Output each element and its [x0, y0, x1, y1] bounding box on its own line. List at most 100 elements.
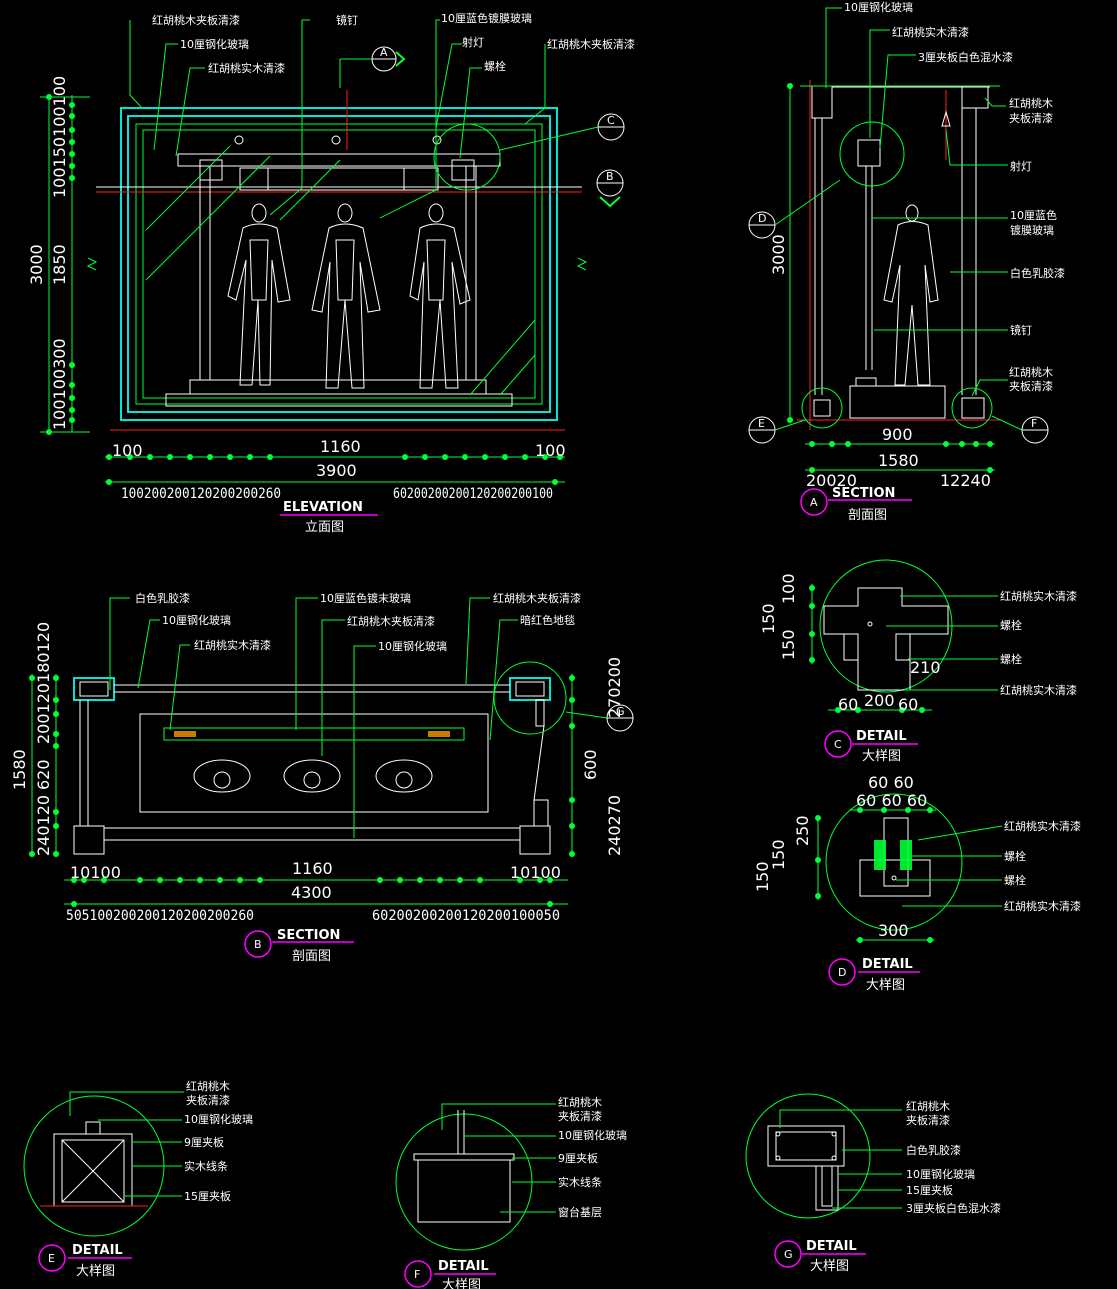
label-base: 窗台基层	[558, 1205, 602, 1219]
label-glass: 10厘钢化玻璃	[558, 1128, 627, 1142]
detail-marker-d: D	[748, 179, 841, 239]
dim-right-top: 270200	[605, 657, 624, 718]
section-b-marker: B	[254, 938, 262, 951]
label-veneer-right: 红胡桃木夹板清漆	[547, 37, 635, 51]
marker-c-label: C	[607, 114, 615, 127]
dim-depth-620: 620	[34, 759, 53, 790]
section-a-leaders	[825, 7, 1008, 397]
dim-v250: 250	[793, 815, 812, 846]
label-glass: 10厘钢化玻璃	[184, 1112, 253, 1126]
label-latex-paint: 白色乳胶漆	[135, 591, 190, 605]
dim-v150-a: 150	[759, 603, 778, 634]
dim-right-small: 12240	[940, 471, 991, 490]
label-strip: 实木线条	[184, 1159, 228, 1173]
label-veneer-2: 夹板清漆	[906, 1113, 950, 1127]
section-a-dim-ticks	[809, 441, 993, 473]
section-b-dim-ticks-right	[569, 675, 575, 857]
detail-d-marker: D	[838, 966, 846, 979]
label-plywood-paint: 3厘夹板白色混水漆	[918, 50, 1013, 64]
dim-top-stack: 100150100100	[50, 76, 69, 198]
dim-side-left: 100	[112, 441, 143, 460]
label-veneer-2: 夹板清漆	[558, 1109, 602, 1123]
dim-top-2: 60 60 60	[856, 791, 927, 810]
label-solid-wood: 红胡桃实木清漆	[208, 61, 285, 75]
detail-f-view: 红胡桃木 夹板清漆 10厘钢化玻璃 9厘夹板 实木线条 窗台基层 F DETAI…	[395, 1095, 627, 1289]
spotlight-icon	[234, 135, 244, 145]
detail-d-title: DETAIL	[862, 957, 913, 972]
dim-mid-height: 1850	[50, 244, 69, 285]
section-marker-a: A	[339, 46, 406, 88]
dim-w200: 200	[864, 691, 895, 710]
label-ply9: 9厘夹板	[184, 1135, 224, 1149]
label-ply15: 15厘夹板	[906, 1183, 953, 1197]
label-veneer-top-2: 夹板清漆	[1009, 111, 1053, 125]
elevation-dim-ticks-left	[46, 94, 75, 435]
label-solid-wood: 红胡桃实木清漆	[194, 638, 271, 652]
detail-f-marker: F	[414, 1268, 420, 1281]
label-ply15: 15厘夹板	[184, 1189, 231, 1203]
dim-side-left: 10100	[70, 863, 121, 882]
detail-d-subtitle: 大样图	[866, 978, 905, 993]
label-wood-bottom: 红胡桃实木清漆	[1004, 899, 1081, 913]
detail-c-title: DETAIL	[856, 729, 907, 744]
elevation-inner-frame	[127, 115, 551, 413]
elevation-view: 红胡桃木夹板清漆 10厘钢化玻璃 红胡桃实木清漆 镜钉 10厘蓝色镀膜玻璃 射灯…	[27, 11, 635, 535]
detail-g-view: 红胡桃木 夹板清漆 白色乳胶漆 10厘钢化玻璃 15厘夹板 3厘夹板白色混水漆 …	[745, 1093, 1001, 1274]
dim-row-right: 60200200200120200200100	[393, 486, 553, 502]
label-latex: 白色乳胶漆	[906, 1143, 961, 1157]
dim-total-width: 3900	[316, 461, 357, 480]
detail-d-leaders	[896, 825, 1003, 907]
detail-e-title: DETAIL	[72, 1243, 123, 1258]
marker-a-label: A	[380, 46, 388, 59]
dim-total-height: 3000	[27, 244, 46, 285]
section-b-subtitle: 剖面图	[292, 949, 331, 964]
dim-total-depth: 1580	[10, 749, 29, 790]
label-blue-glass-2: 镀膜玻璃	[1010, 223, 1054, 237]
label-wood-top: 红胡桃实木清漆	[1000, 589, 1077, 603]
label-mirror-nail: 镜钉	[336, 13, 358, 27]
dim-top-1: 60 60	[868, 773, 914, 792]
mannequin-figure	[227, 203, 291, 386]
marker-b-label: B	[606, 170, 614, 183]
detail-d-view: 红胡桃实木清漆 螺栓 螺栓 红胡桃实木清漆 60 60 60 60 60 250…	[753, 773, 1081, 993]
label-tempered-glass: 10厘钢化玻璃	[162, 613, 231, 627]
mannequin-figure	[311, 203, 381, 389]
dim-total-width: 1580	[878, 451, 919, 470]
dim-row-left: 100200200120200200260	[121, 486, 281, 502]
label-bolt: 螺栓	[484, 59, 506, 73]
detail-e-leaders	[69, 1091, 184, 1197]
dim-side-right: 100	[535, 441, 566, 460]
dim-inner-width: 1160	[292, 859, 333, 878]
detail-f-subtitle: 大样图	[442, 1278, 481, 1289]
elevation-title: ELEVATION	[283, 500, 363, 515]
section-marker-b: B	[596, 169, 624, 208]
label-veneer-2: 夹板清漆	[186, 1093, 230, 1107]
label-veneer: 红胡桃木	[558, 1095, 602, 1109]
label-carpet: 暗红色地毯	[520, 613, 575, 627]
elevation-dim-ticks-bottom	[106, 454, 563, 485]
label-veneer-top: 红胡桃木	[1009, 96, 1053, 110]
dim-inner-width: 900	[882, 425, 913, 444]
dim-v100: 100	[779, 573, 798, 604]
mannequin-top-view	[193, 759, 251, 793]
spotlight-icon	[331, 135, 341, 145]
section-a-marker: A	[810, 496, 818, 509]
dim-right-bottom: 240270	[605, 795, 624, 856]
dim-row-right: 60200200200120200100050	[372, 908, 560, 924]
label-veneer-bottom-2: 夹板清漆	[1009, 379, 1053, 393]
label-mirror-nail: 镜钉	[1010, 323, 1032, 337]
detail-f-leaders	[441, 1103, 556, 1213]
label-ply9: 9厘夹板	[558, 1151, 598, 1165]
dim-w300: 300	[878, 921, 909, 940]
label-strip: 实木线条	[558, 1175, 602, 1189]
dim-left-stack-top: 200120180120	[34, 622, 53, 744]
dim-right-mid: 600	[581, 749, 600, 780]
marker-d-label: D	[758, 212, 766, 225]
detail-e-marker: E	[48, 1252, 55, 1265]
detail-g-leaders	[779, 1109, 902, 1209]
elevation-outer-frame	[120, 107, 558, 421]
section-b-leaders	[109, 597, 518, 838]
label-tempered-glass: 10厘钢化玻璃	[180, 37, 249, 51]
detail-c-marker: C	[834, 738, 842, 751]
